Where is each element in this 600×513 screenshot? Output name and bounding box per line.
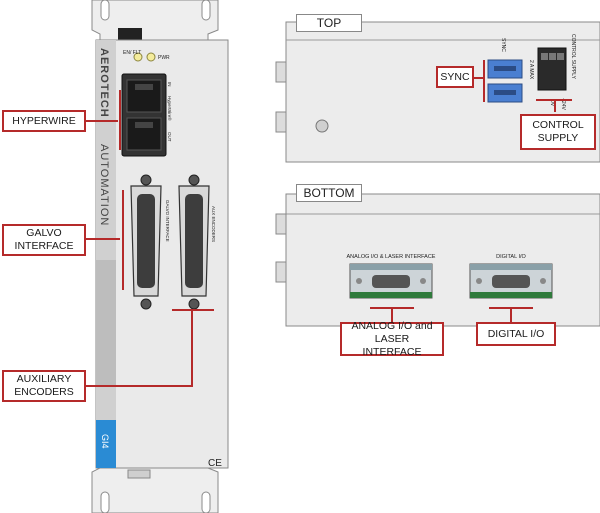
flange-slot-bottom-right xyxy=(201,491,211,513)
control-supply-panel-label: CONTROL SUPPLY xyxy=(570,34,576,80)
top-screw xyxy=(315,119,329,133)
callout-leaders xyxy=(86,60,572,387)
hyperwire-mark: HyperWire® xyxy=(167,96,173,121)
model-badge xyxy=(96,420,116,468)
bottom-tab xyxy=(127,469,151,479)
model-label: GI4 xyxy=(100,434,110,449)
digital-panel-label: DIGITAL I/O xyxy=(496,254,526,260)
leader-analog xyxy=(370,307,414,324)
callout-analog-io-laser: ANALOG I/O and LASER INTERFACE xyxy=(340,320,444,358)
aux-connector xyxy=(178,174,210,310)
led-enflt xyxy=(133,52,143,62)
brand-automation: AUTOMATION xyxy=(98,144,110,226)
callout-control-supply: CONTROL SUPPLY xyxy=(520,114,596,150)
leader-digital xyxy=(489,307,533,324)
leader-aux xyxy=(86,309,214,387)
leader-galvo xyxy=(86,190,124,290)
leader-control xyxy=(536,99,572,112)
flange-slot-top-right xyxy=(201,0,211,21)
callout-auxiliary-encoders: AUXILIARY ENCODERS xyxy=(2,370,86,402)
zero-v-label: 0V xyxy=(549,100,555,107)
callout-sync: SYNC xyxy=(436,66,474,88)
leader-hyperwire xyxy=(86,90,121,150)
plus24v-label: +24V xyxy=(560,98,566,110)
aux-panel-label: AUX ENCODERS xyxy=(211,206,216,242)
front-panel-strip-shade xyxy=(96,260,116,385)
led-pwr xyxy=(146,52,156,62)
callout-hyperwire: HYPERWIRE xyxy=(2,110,86,132)
top-tab xyxy=(118,28,142,42)
bottom-view-body xyxy=(285,193,600,327)
callout-galvo-interface: GALVO INTERFACE xyxy=(2,224,86,256)
port-in-label: IN xyxy=(167,82,172,87)
brand-aerotech: AEROTECH xyxy=(98,48,110,118)
analog-panel-label: ANALOG I/O & LASER INTERFACE xyxy=(347,254,436,260)
top-view-label: TOP xyxy=(296,14,362,32)
max-current-label: 2 A MAX xyxy=(528,60,534,80)
bottom-view-label: BOTTOM xyxy=(296,184,362,202)
callout-digital-io: DIGITAL I/O xyxy=(476,322,556,346)
port-out-label: OUT xyxy=(167,132,172,142)
leader-sync xyxy=(474,60,485,102)
bottom-view xyxy=(275,193,600,327)
led-enflt-label: EN/ FLT xyxy=(123,50,141,56)
sync-port-label: SYNC xyxy=(500,38,506,52)
flange-slot-top xyxy=(100,0,110,21)
galvo-panel-label: GALVO INTERFACE xyxy=(165,200,170,242)
ce-mark: CE xyxy=(208,458,222,469)
hyperwire-ports xyxy=(121,73,167,157)
galvo-connector xyxy=(130,174,162,310)
flange-slot-bottom xyxy=(100,491,110,513)
led-pwr-label: PWR xyxy=(158,55,170,61)
